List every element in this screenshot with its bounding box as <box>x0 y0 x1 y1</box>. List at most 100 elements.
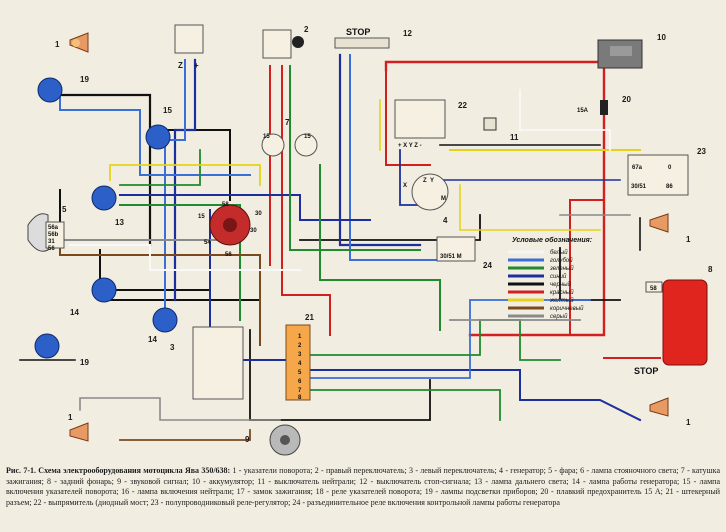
legend-label: черный <box>550 281 571 288</box>
callout-13: 13 <box>115 218 124 227</box>
gen-z: Z <box>423 178 427 184</box>
callout-24: 24 <box>483 261 492 270</box>
legend-label: белый <box>550 249 568 256</box>
callout-23: 23 <box>697 147 706 156</box>
stop-label-top: STOP <box>346 27 370 37</box>
legend: Условые обозначения: белыйголубойзеленый… <box>508 236 592 320</box>
generator-lamp-relay: 30/51 M 24 <box>436 236 492 270</box>
legend-title: Условые обозначения: <box>512 236 592 244</box>
gen-m: M <box>441 196 446 202</box>
ignition-lock: 58 30 15 54 30 56 <box>198 202 262 258</box>
callout-14-right: 14 <box>148 335 157 344</box>
stop-label-rear: STOP <box>634 366 658 376</box>
legend-label: голубой <box>550 257 573 264</box>
instrument-lamp-19-top: 19 <box>37 75 89 103</box>
fuse-15a: 15A 20 <box>577 95 631 115</box>
lock-15: 15 <box>198 214 205 220</box>
connector-block: 1 2 3 4 5 6 7 8 21 <box>285 313 314 401</box>
generator-lamp-right: 14 <box>148 307 178 344</box>
caption-title: Рис. 7-1. Схема электрооборудования мото… <box>6 466 231 475</box>
legend-label: желтый <box>549 297 574 304</box>
rectifier-terminals: + X Y Z - <box>398 143 422 149</box>
battery: 10 <box>597 33 666 69</box>
coil-15-b: 15 <box>304 134 311 140</box>
callout-4: 4 <box>443 216 448 225</box>
head-31: 31 <box>48 239 55 245</box>
callout-14-left: 14 <box>70 308 79 317</box>
right-switch: Z + 2 <box>174 24 309 70</box>
turn-signal-front-left: 1 <box>55 32 89 53</box>
callout-21: 21 <box>305 313 314 322</box>
fuse-label: 15A <box>577 108 589 114</box>
callout-19-top: 19 <box>80 75 89 84</box>
conn-6: 6 <box>298 379 302 385</box>
coil-15-a: 15 <box>263 134 270 140</box>
callout-20: 20 <box>622 95 631 104</box>
relay24-terminals: 30/51 M <box>440 254 462 260</box>
reg-3031: 30/51 <box>631 184 647 190</box>
callout-3: 3 <box>170 343 175 352</box>
callout-5: 5 <box>62 205 67 214</box>
voltage-regulator: 67a 0 30/51 86 23 <box>627 147 706 196</box>
gen-x: X <box>403 183 407 189</box>
conn-7: 7 <box>298 388 302 394</box>
conn-8: 8 <box>298 395 302 401</box>
high-beam-lamp: 13 <box>91 185 124 227</box>
instrument-lamp-19-bottom: 19 <box>34 333 89 367</box>
callout-8: 8 <box>708 265 713 274</box>
rear-58: 58 <box>650 286 657 292</box>
figure-caption: Рис. 7-1. Схема электрооборудования мото… <box>6 466 720 528</box>
rectifier: + X Y Z - 22 <box>394 99 467 149</box>
horn: 9 <box>245 424 301 456</box>
head-56a: 56a <box>48 225 59 231</box>
callout-12: 12 <box>403 29 412 38</box>
legend-label: синий <box>550 273 567 280</box>
callout-10: 10 <box>657 33 666 42</box>
generator: X Z M Y 4 <box>403 173 449 225</box>
headlight: 56a 56b 31 56 5 <box>27 205 67 252</box>
callout-2: 2 <box>304 25 309 34</box>
legend-label: серый <box>550 313 568 320</box>
legend-label: красный <box>550 289 574 296</box>
conn-1: 1 <box>298 334 302 340</box>
stop-light-switch: STOP 12 <box>334 27 412 49</box>
head-56: 56 <box>48 246 55 252</box>
conn-4: 4 <box>298 361 302 367</box>
callout-11: 11 <box>510 133 519 142</box>
rear-light: 58 STOP 8 <box>634 265 713 376</box>
turn-signal-front-right: 1 <box>649 397 691 427</box>
lock-58: 58 <box>222 202 229 208</box>
caption-body: 1 - указатели поворота; 2 - правый перек… <box>6 466 720 507</box>
legend-label: коричневый <box>550 305 584 312</box>
callout-1-front-right: 1 <box>686 418 691 427</box>
ignition-coils: 15 15 7 <box>261 118 318 157</box>
callout-1-bottom: 1 <box>68 413 73 422</box>
reg-67a: 67a <box>632 165 643 171</box>
callout-9: 9 <box>245 435 250 444</box>
neutral-switch: 11 <box>483 117 519 142</box>
reg-86: 86 <box>666 184 673 190</box>
legend-label: зеленый <box>549 265 574 272</box>
callout-1-top: 1 <box>55 40 60 49</box>
conn-5: 5 <box>298 370 302 376</box>
lock-30b: 30 <box>250 228 257 234</box>
callout-1-rear-right: 1 <box>686 235 691 244</box>
reg-0: 0 <box>668 165 672 171</box>
generator-lamp-left: 14 <box>70 277 117 317</box>
lock-30a: 30 <box>255 211 262 217</box>
conn-2: 2 <box>298 343 302 349</box>
left-switch: 3 <box>170 326 244 400</box>
wiring-diagram: 1 1 1 1 Z + 2 STOP 12 10 15A 20 <box>19 24 713 456</box>
callout-22: 22 <box>458 101 467 110</box>
conn-3: 3 <box>298 352 302 358</box>
turn-signal-rear-right: 1 <box>649 213 691 244</box>
callout-7: 7 <box>285 118 290 127</box>
turn-indicator-lamp: 15 <box>145 106 172 150</box>
head-56b: 56b <box>48 232 59 238</box>
callout-19-bottom: 19 <box>80 358 89 367</box>
turn-signal-rear-left: 1 <box>68 413 89 442</box>
switch2-z: Z <box>178 61 183 70</box>
callout-15: 15 <box>163 106 172 115</box>
switch2-plus: + <box>194 61 199 70</box>
gen-y: Y <box>430 178 434 184</box>
